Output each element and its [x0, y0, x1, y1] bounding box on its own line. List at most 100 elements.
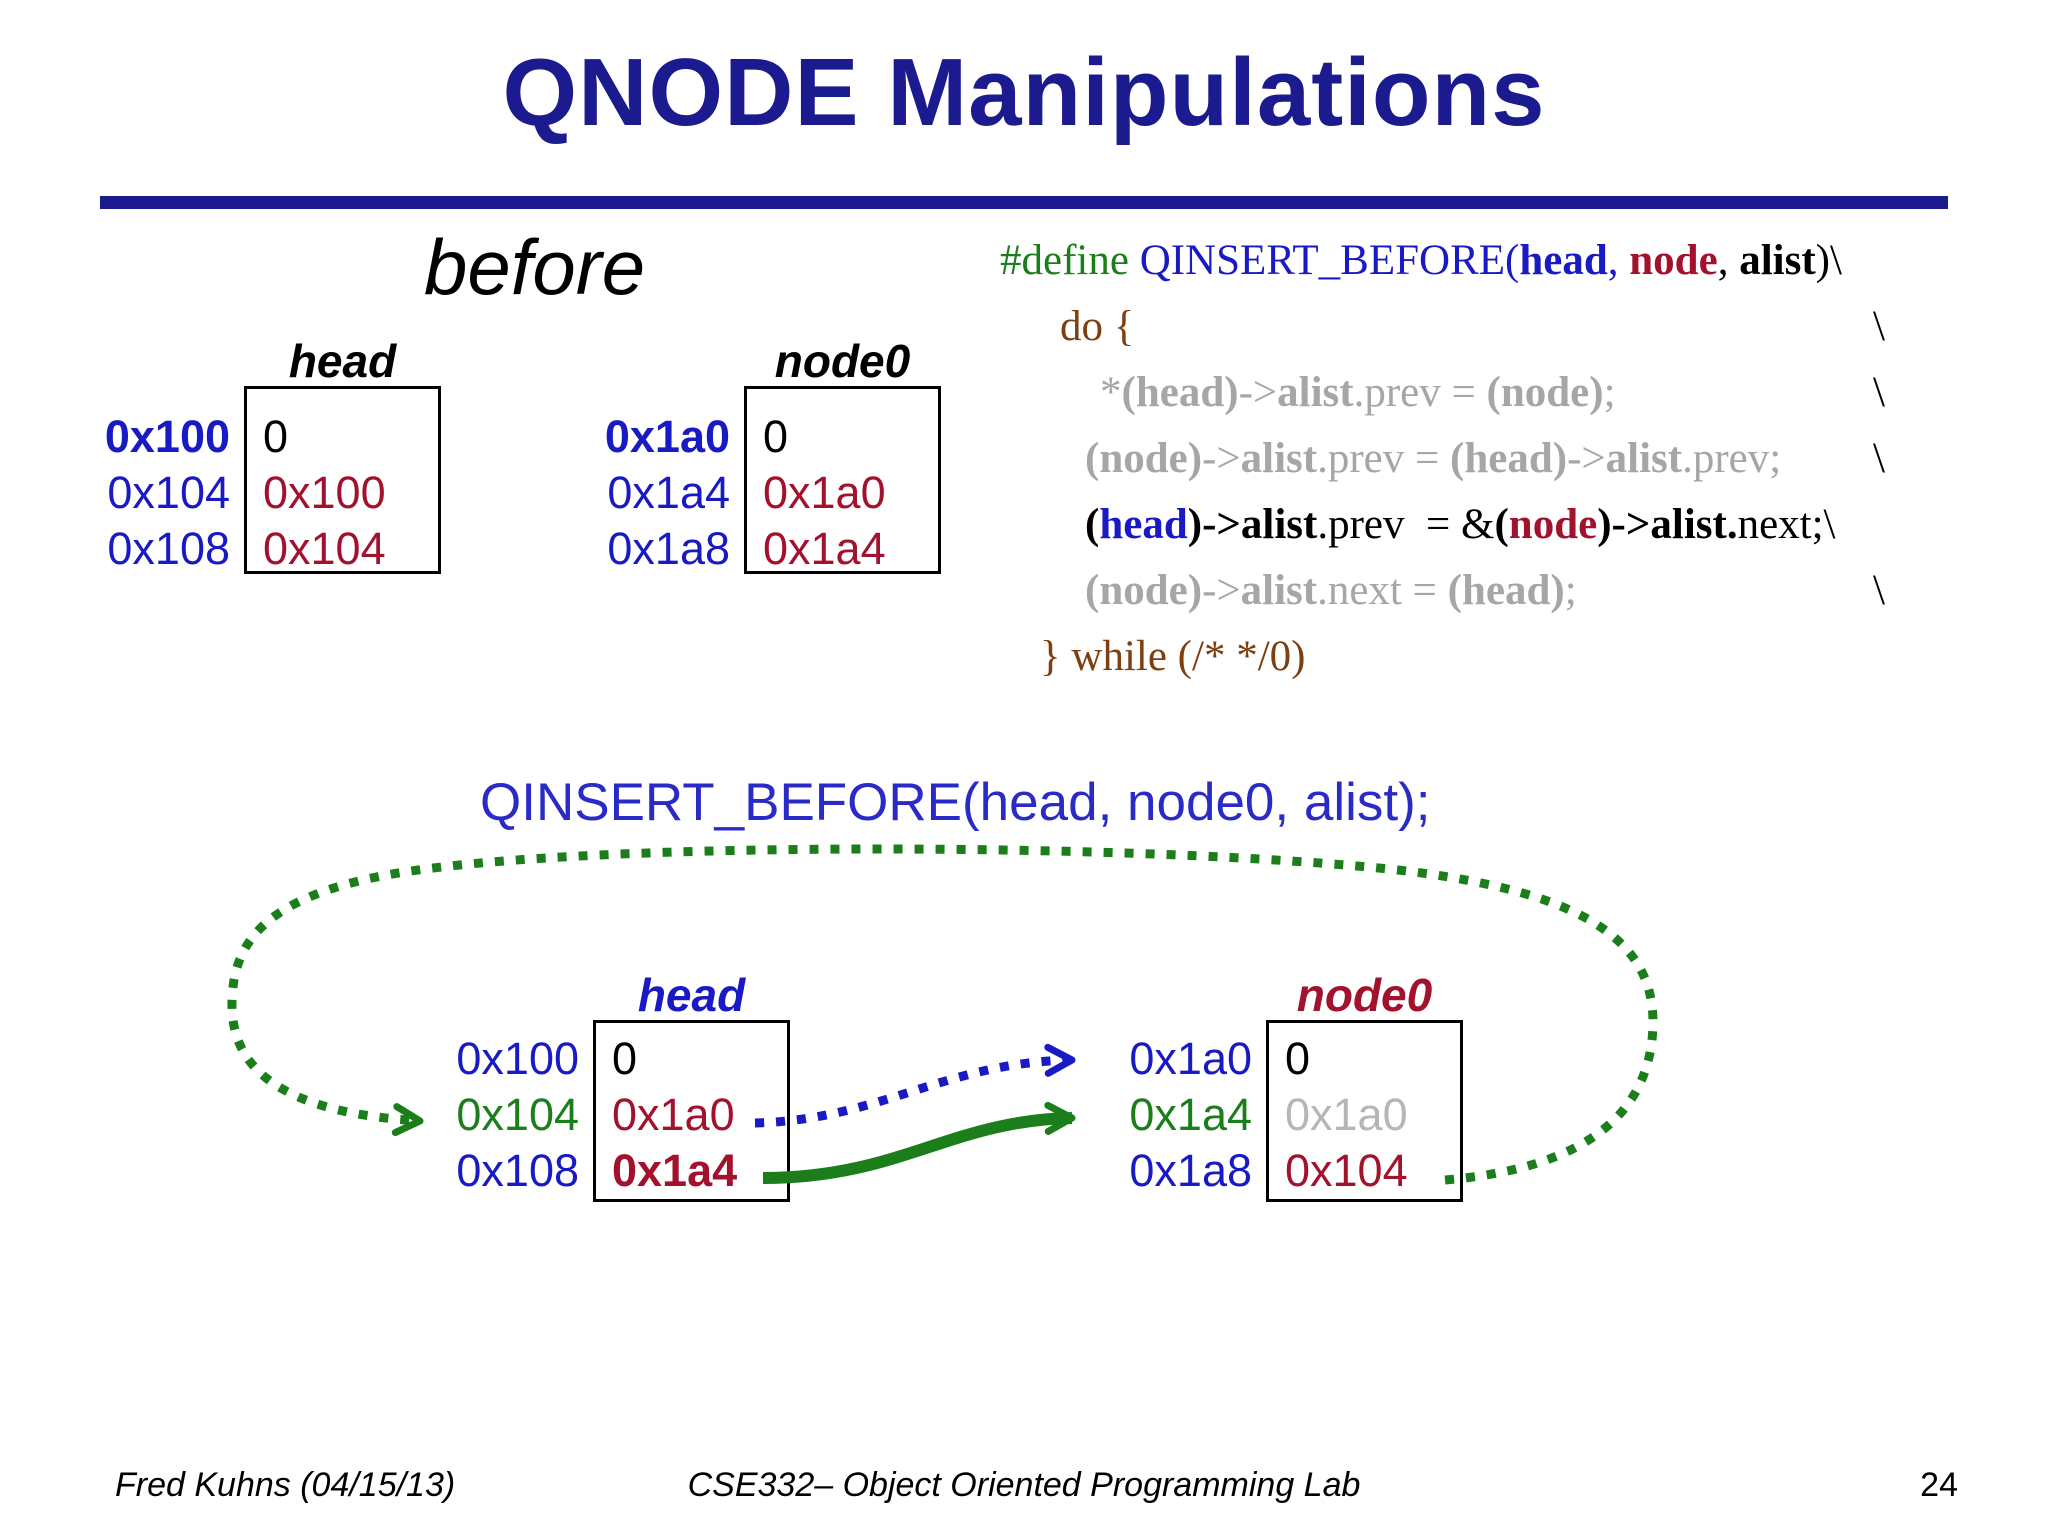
code-token: , — [1607, 237, 1630, 284]
code-token: )\ — [1815, 237, 1842, 284]
line-continuation: \ — [1873, 567, 1885, 614]
address-label: 0x1a4 — [607, 467, 730, 518]
code-token: do { — [1060, 303, 1135, 350]
code-token: , — [1717, 237, 1740, 284]
line-continuation: \ — [1873, 369, 1885, 416]
line-continuation: \ — [1873, 303, 1885, 350]
box-label: head — [637, 969, 746, 1021]
code-line: *(head)->alist.prev = (node); \ — [1000, 360, 1885, 426]
title-divider — [100, 196, 1948, 209]
green-solid-pointer-arrow — [762, 1101, 1076, 1184]
code-token: -> — [1202, 435, 1241, 482]
code-token: .prev = & — [1317, 501, 1495, 548]
code-token: (head) — [1121, 369, 1239, 416]
page-title: QNODE Manipulations — [502, 39, 1546, 146]
code-token: (node) — [1085, 435, 1203, 482]
code-token: #define — [1000, 237, 1140, 284]
code-token: alist — [1605, 435, 1683, 482]
code-token: ; — [1603, 369, 1616, 416]
line-continuation: \ — [1873, 435, 1885, 482]
code-token: .next = — [1317, 567, 1448, 614]
code-token: )-> — [1187, 501, 1241, 548]
code-token: head — [1519, 237, 1608, 284]
address-label: 0x1a0 — [1129, 1033, 1252, 1084]
address-label: 0x1a4 — [1129, 1089, 1252, 1140]
address-label: 0x104 — [456, 1089, 579, 1140]
address-label: 0x108 — [456, 1145, 579, 1196]
memory-value: 0 — [612, 1033, 638, 1084]
code-token: alist — [1277, 369, 1354, 416]
macro-code-block: #define QINSERT_BEFORE(head, node, alist… — [1000, 228, 1885, 690]
code-line: (node)->alist.prev = (head)->alist.prev;… — [1000, 426, 1885, 492]
code-token: ; — [1564, 567, 1577, 614]
code-line: #define QINSERT_BEFORE(head, node, alist… — [1000, 228, 1885, 294]
code-line: (node)->alist.next = (head);\ — [1000, 558, 1885, 624]
code-token: * — [1100, 369, 1122, 416]
footer-author: Fred Kuhns (04/15/13) — [115, 1466, 456, 1504]
code-token: -> — [1567, 435, 1606, 482]
memory-value: 0x100 — [263, 467, 386, 518]
code-token: (node) — [1085, 567, 1203, 614]
footer-course: CSE332– Object Oriented Programming Lab — [687, 1466, 1361, 1504]
memory-value: 0x104 — [263, 523, 386, 574]
code-token: alist — [1240, 501, 1318, 548]
code-token: next;\ — [1737, 501, 1836, 548]
code-token: (head) — [1447, 567, 1565, 614]
code-token: )-> — [1597, 501, 1651, 548]
box-label: node0 — [774, 335, 911, 387]
memory-value: 0x1a4 — [612, 1145, 738, 1196]
code-token: alist — [1240, 567, 1318, 614]
box-label: node0 — [1296, 969, 1433, 1021]
box-label: head — [288, 335, 397, 387]
memory-value: 0 — [263, 411, 289, 462]
address-label: 0x104 — [107, 467, 230, 518]
code-token: (head) — [1450, 435, 1568, 482]
memory-value: 0 — [763, 411, 789, 462]
code-token: alist. — [1650, 501, 1738, 548]
code-token: -> — [1238, 369, 1278, 416]
code-line: do { \ — [1000, 294, 1885, 360]
address-label: 0x108 — [107, 523, 230, 574]
code-token: (node) — [1486, 369, 1604, 416]
address-label: 0x100 — [456, 1033, 579, 1084]
address-label: 0x1a8 — [1129, 1145, 1252, 1196]
code-token: } while (/* */0) — [1040, 633, 1306, 680]
code-line: (head)->alist.prev = &(node)->alist.next… — [1000, 492, 1885, 558]
memory-value: 0x1a0 — [1285, 1089, 1408, 1140]
code-token: QINSERT_BEFORE( — [1139, 237, 1520, 284]
code-token: .prev = — [1353, 369, 1487, 416]
address-label: 0x100 — [104, 411, 230, 462]
memory-value: 0x104 — [1285, 1145, 1408, 1196]
memory-value: 0x1a0 — [612, 1089, 735, 1140]
code-token: alist — [1739, 237, 1816, 284]
code-token: ( — [1085, 501, 1100, 548]
memory-value: 0 — [1285, 1033, 1311, 1084]
code-token: alist — [1240, 435, 1318, 482]
memory-value: 0x1a4 — [763, 523, 886, 574]
code-token: .prev; — [1682, 435, 1782, 482]
code-line: } while (/* */0) — [1000, 624, 1885, 690]
address-label: 0x1a8 — [607, 523, 730, 574]
code-token: .prev = — [1317, 435, 1450, 482]
address-label: 0x1a0 — [604, 411, 730, 462]
macro-call-text: QINSERT_BEFORE(head, node0, alist); — [480, 773, 1431, 832]
code-token: ( — [1494, 501, 1509, 548]
code-token: node — [1508, 501, 1598, 548]
before-heading: before — [424, 223, 646, 311]
blue-dotted-pointer-arrow — [754, 1043, 1076, 1128]
code-token: node — [1629, 237, 1718, 284]
footer-page-number: 24 — [1920, 1466, 1958, 1504]
